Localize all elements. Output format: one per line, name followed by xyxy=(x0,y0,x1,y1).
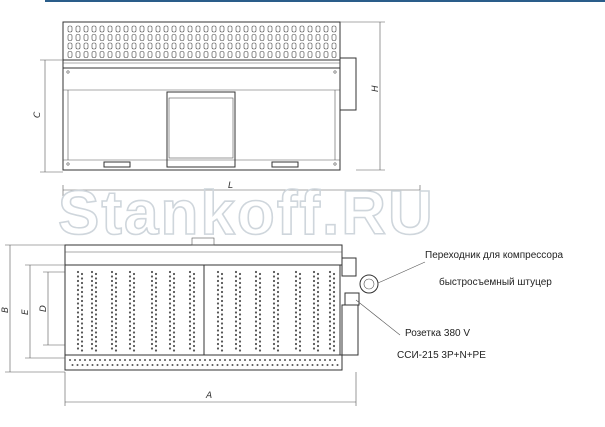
callout-socket: Розетка 380 V xyxy=(405,328,470,339)
bottom-view: A B E D xyxy=(1,237,426,406)
dim-label-a: A xyxy=(205,391,212,401)
top-grille-slots xyxy=(67,25,337,58)
callout-socket-type: ССИ-215 3Р+N+PE xyxy=(397,350,486,361)
watermark: Stankoff.RU xyxy=(58,179,435,248)
dim-label-d: D xyxy=(39,305,49,312)
grille-perforations xyxy=(76,270,336,352)
dim-label-b: B xyxy=(1,307,11,313)
dim-label-l: L xyxy=(228,181,233,191)
dim-label-c: C xyxy=(33,111,43,118)
top-view: C H L xyxy=(33,21,421,196)
dim-label-e: E xyxy=(21,309,31,315)
bottom-strip-perforations xyxy=(69,359,339,366)
callout-adapter: Переходник для компрессора xyxy=(425,250,564,261)
dim-label-h: H xyxy=(371,85,381,92)
callout-coupling: быстросъемный штуцер xyxy=(439,276,552,288)
